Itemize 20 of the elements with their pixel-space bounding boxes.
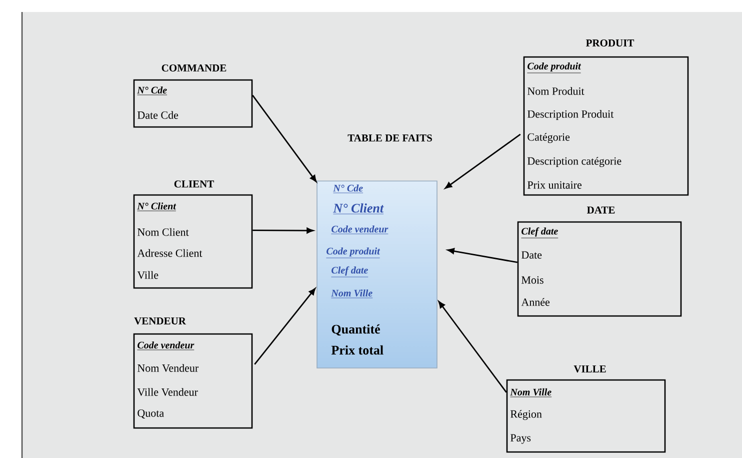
node-label: PRODUIT [586, 39, 634, 47]
node-label: COMMANDE [162, 64, 226, 72]
node-label: CLIENT [174, 180, 214, 188]
node-label: VILLE [574, 365, 606, 373]
dimension-table: CLIENT N° Client Nom Client Adresse Client Ville [133, 180, 253, 289]
node-label: DATE [586, 206, 615, 214]
arrow [438, 301, 507, 393]
arrow [252, 228, 314, 234]
arrow [444, 134, 521, 189]
arrow [252, 94, 317, 182]
dimension-table: VENDEUR Code vendeur Nom Vendeur Ville Vendeur Quota [133, 317, 253, 429]
dimension-table: VILLE Nom Ville Région Pays [506, 365, 666, 453]
arrow [447, 248, 518, 264]
dimension-table: COMMANDE N° Cde Date Cde [133, 64, 253, 128]
fact-table: TABLE DE FAITS N° Cde N° Client Code vendeur Code produit Clef date Nom Ville Quantité Prix total [316, 134, 438, 368]
node-label: TABLE DE FAITS [348, 134, 432, 142]
node-label: VENDEUR [134, 317, 186, 325]
dimension-table: DATE Clef date Date Mois Année [517, 206, 682, 317]
arrow [254, 288, 316, 365]
dimension-table: PRODUIT Code produit Nom Produit Description Produit Catégorie Description catégorie Prix unitaire [523, 39, 689, 196]
